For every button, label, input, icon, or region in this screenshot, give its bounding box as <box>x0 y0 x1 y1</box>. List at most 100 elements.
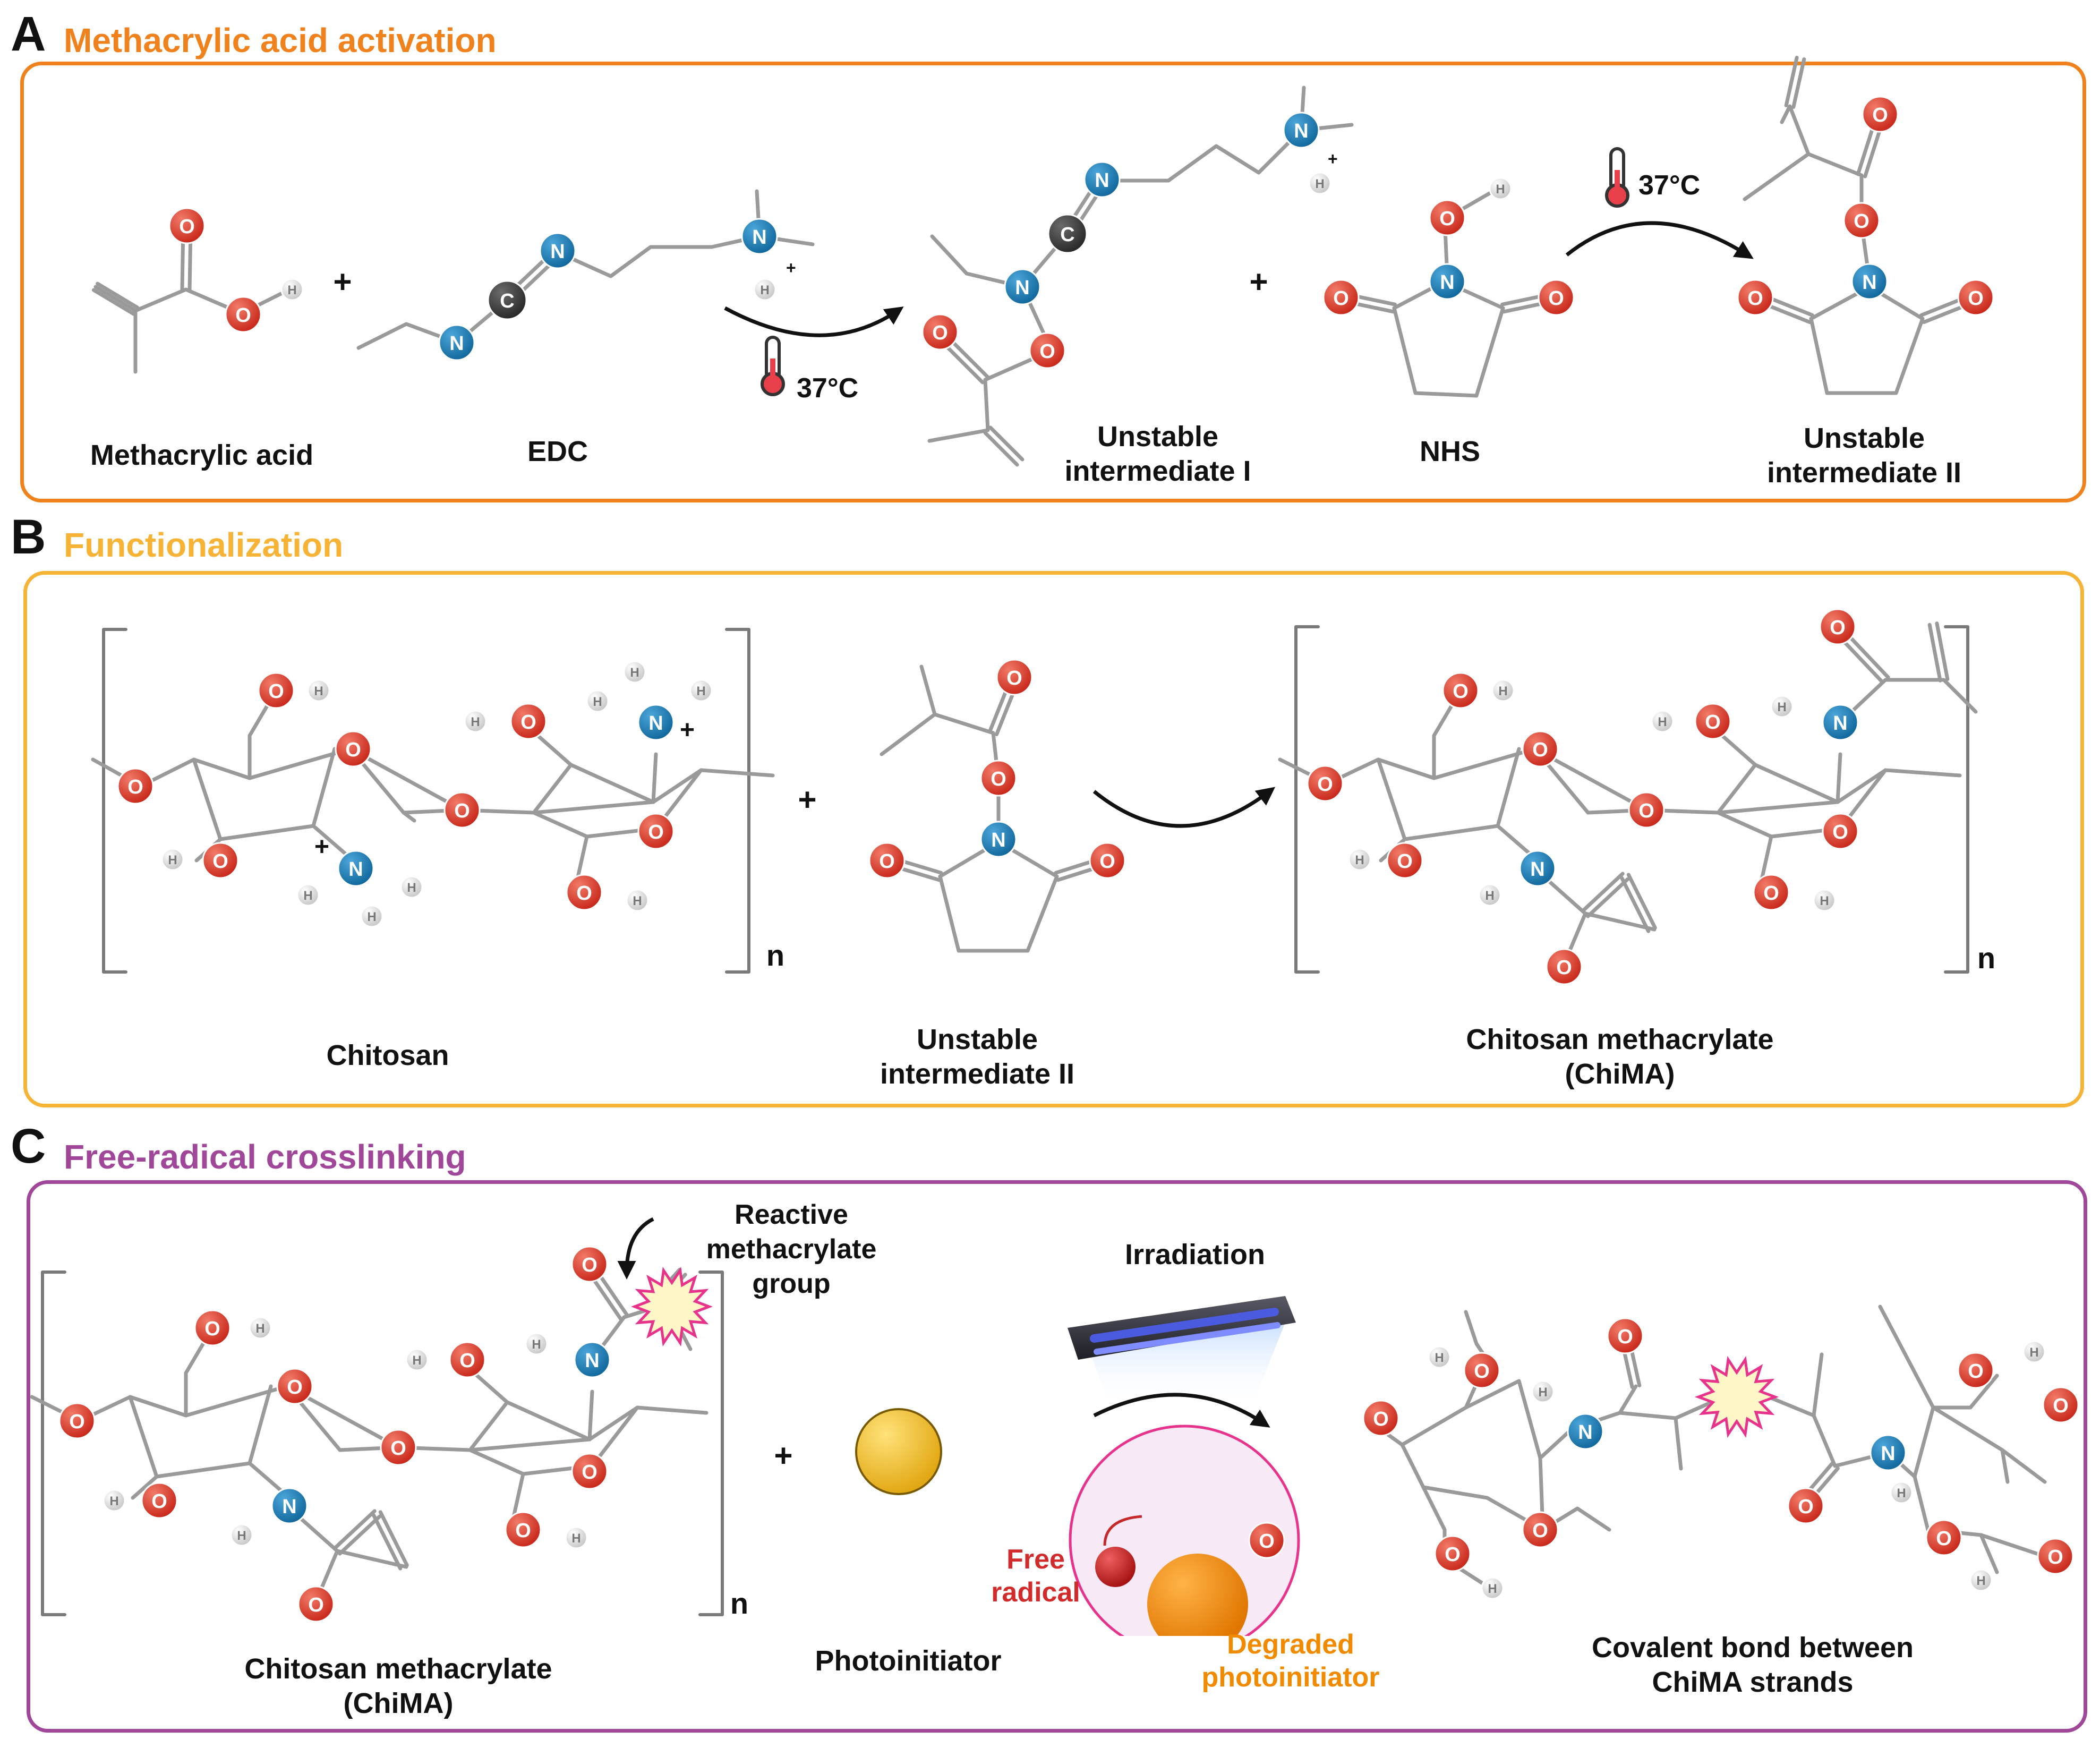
polymer-bracket <box>41 1271 66 1616</box>
hydrogen-atom-label: H <box>412 1353 421 1368</box>
oxygen-atom-label: O <box>127 776 143 798</box>
oxygen-atom <box>868 842 906 879</box>
bond <box>1496 747 1521 828</box>
double-bond <box>988 425 1025 462</box>
hydrogen-atom <box>623 660 646 684</box>
hydrogen-atom <box>1489 177 1512 200</box>
oxygen-atom <box>571 1246 608 1283</box>
panel-b-title: Functionalization <box>64 526 344 564</box>
bond <box>133 287 244 316</box>
oxygen-atom-label: O <box>648 821 664 843</box>
oxygen-atom-label: O <box>1705 711 1721 734</box>
oxygen-atom-label: O <box>1039 340 1055 363</box>
oxygen-atom-label: O <box>1445 1544 1461 1566</box>
nitrogen-atom-label: N <box>550 241 565 263</box>
hydrogen-atom <box>2022 1340 2046 1363</box>
bond <box>1278 747 1962 815</box>
oxygen-atom-label: O <box>1548 287 1564 310</box>
nitrogen-atom <box>1429 263 1466 300</box>
crosslink-star-icon <box>1694 1355 1779 1438</box>
oxygen-atom-label: O <box>1763 882 1779 905</box>
hydrogen-atom <box>296 883 320 907</box>
panel-b-letter: B <box>11 510 46 564</box>
bond <box>335 1549 408 1569</box>
nitrogen-atom <box>1851 263 1888 300</box>
oxygen-atom <box>1753 874 1790 911</box>
hydrogen-atom-label: H <box>1435 1351 1444 1365</box>
oxygen-atom-label: O <box>1798 1496 1814 1518</box>
nitrogen-atom <box>637 704 675 741</box>
label-photoinitiator: Photoinitiator <box>815 1645 1002 1677</box>
nitrogen-atom <box>438 324 475 361</box>
charge-plus: + <box>314 833 329 861</box>
hydrogen-atom <box>1651 710 1674 733</box>
nitrogen-atom <box>574 1341 611 1378</box>
uv-lamp-icon <box>1068 1296 1296 1408</box>
charge-plus: + <box>1328 149 1338 168</box>
oxygen-atom-label: O <box>1397 850 1413 873</box>
oxygen-atom <box>1787 1487 1824 1524</box>
hydrogen-atom <box>565 1526 588 1549</box>
bond <box>880 712 1001 783</box>
oxygen-atom-label: O <box>390 1437 406 1460</box>
hydrogen-atom-label: H <box>1820 894 1829 908</box>
oxygen-atom <box>1362 1400 1399 1437</box>
label-chima-b: Chitosan methacrylate(ChiMA) <box>1466 1024 1774 1090</box>
panel-c-box <box>27 1180 2087 1733</box>
oxygen-atom-label: O <box>2053 1395 2069 1417</box>
hydrogen-atom <box>161 848 184 871</box>
nitrogen-atom-label: N <box>282 1496 296 1518</box>
oxygen-atom-label: O <box>932 322 948 344</box>
hydrogen-atom-label: H <box>571 1531 581 1546</box>
double-bond <box>1927 623 1942 683</box>
reaction-arrow-icon <box>1093 1393 1270 1428</box>
nitrogen-atom-label: N <box>449 332 464 355</box>
hydrogen-atom-label: H <box>630 666 639 680</box>
panel-a-box <box>20 62 2086 502</box>
double-bond <box>1620 876 1651 933</box>
thermometer-icon <box>761 336 785 396</box>
oxygen-atom <box>258 672 295 709</box>
hydrogen-atom-label: H <box>1488 1582 1497 1596</box>
hydrogen-atom-label: H <box>532 1337 541 1352</box>
oxygen-atom <box>1862 96 1899 133</box>
bond <box>311 747 337 828</box>
nitrogen-atom <box>741 218 778 255</box>
nitrogen-atom <box>980 821 1017 858</box>
bond <box>155 1461 292 1500</box>
plus-b: + <box>798 782 817 817</box>
bond <box>1533 747 1649 815</box>
bond <box>651 752 658 804</box>
oxygen-atom-label: O <box>235 304 251 327</box>
hydrogen-atom <box>1890 1481 1913 1504</box>
bond <box>402 811 416 823</box>
hydrogen-atom-label: H <box>407 881 416 895</box>
oxygen-atom-label: O <box>515 1520 531 1542</box>
bond <box>1716 811 1773 839</box>
bond <box>1464 1379 1542 1460</box>
label-methacrylic-acid: Methacrylic acid <box>90 439 314 471</box>
oxygen-atom <box>1442 672 1479 709</box>
oxygen-atom <box>510 703 547 740</box>
oxygen-atom <box>2037 1538 2074 1575</box>
bond <box>927 348 1054 443</box>
oxygen-atom-label: O <box>991 768 1006 790</box>
hydrogen-atom-label: H <box>1658 715 1667 729</box>
panel-a-title: Methacrylic acid activation <box>64 21 497 59</box>
nitrogen-atom <box>1004 268 1041 305</box>
oxygen-atom-label: O <box>1936 1528 1952 1550</box>
hydrogen-atom <box>1428 1345 1451 1369</box>
nitrogen-atom-label: N <box>1881 1443 1895 1465</box>
oxygen-atom <box>1843 202 1880 239</box>
oxygen-atom <box>1089 842 1126 879</box>
oxygen-atom <box>996 659 1033 696</box>
hydrogen-atom <box>464 710 487 733</box>
hydrogen-atom <box>230 1523 253 1547</box>
oxygen-atom-label: O <box>1638 800 1654 822</box>
oxygen-atom-label: O <box>1556 957 1572 979</box>
oxygen-atom-label: O <box>268 680 284 703</box>
bond <box>574 768 703 886</box>
thermometer-mercury <box>1615 170 1620 194</box>
